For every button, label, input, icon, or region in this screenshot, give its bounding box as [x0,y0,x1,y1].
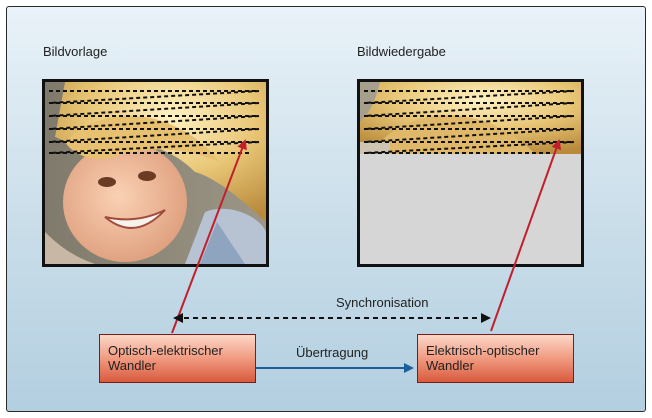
transfer-label: Übertragung [296,345,368,360]
converter-box-electrical-optical: Elektrisch-optischer Wandler [417,334,574,383]
scan-lines-source [49,91,259,153]
diagram-canvas: Bildvorlage Bildwiedergabe [6,6,646,412]
sync-label: Synchronisation [336,295,429,310]
scan-arrow-source [172,141,245,333]
converter-box-left-line2: Wandler [108,358,247,373]
converter-box-right-line1: Elektrisch-optischer [426,343,565,358]
scan-lines-reproduction [364,91,574,153]
converter-box-right-line2: Wandler [426,358,565,373]
converter-box-left-line1: Optisch-elektrischer [108,343,247,358]
scan-arrow-reproduction [491,141,559,331]
converter-box-optical-electrical: Optisch-elektrischer Wandler [99,334,256,383]
